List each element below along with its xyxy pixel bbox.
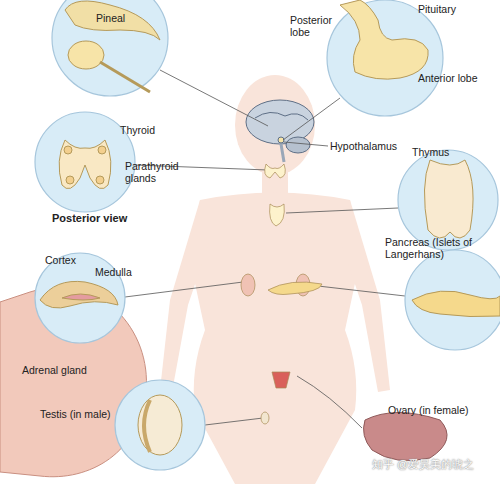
- part-label: Hypothalamus: [330, 140, 410, 152]
- brain: [286, 137, 310, 153]
- inset-glands: [340, 0, 428, 79]
- inset-circles: [398, 150, 498, 250]
- inset-circles: [52, 0, 168, 96]
- inset-glands: [96, 176, 104, 184]
- inset-glands: [66, 176, 74, 184]
- leader-lines: [318, 286, 405, 296]
- body-silhouette: [340, 200, 390, 392]
- inset-glands: [424, 160, 473, 238]
- brain: [255, 112, 308, 120]
- part-label: Pancreas (Islets of Langerhans): [385, 236, 495, 260]
- part-label: Thyroid: [120, 124, 180, 136]
- inset-glands: [98, 146, 106, 154]
- watermark: 知乎 @爱昊美的琥之: [372, 458, 500, 470]
- inset-glands: [144, 400, 150, 452]
- inset-circles: [35, 0, 500, 470]
- body-glands: [268, 282, 322, 295]
- inset-circles: [115, 380, 205, 470]
- part-label: Anterior lobe: [418, 72, 488, 84]
- inset-glands: [364, 413, 448, 461]
- body-glands: [265, 164, 286, 178]
- part-label: Testis (in male): [40, 408, 140, 420]
- body-glands: [272, 372, 290, 388]
- inset-glands: [62, 294, 100, 300]
- view-note: Posterior view: [52, 212, 142, 224]
- part-label: Ovary (in female): [388, 404, 493, 416]
- part-label: Pineal: [96, 12, 156, 24]
- brain: [246, 100, 314, 162]
- part-label: Cortex: [45, 254, 95, 266]
- inset-glands: [59, 140, 111, 189]
- part-label: Posterior lobe: [290, 14, 342, 38]
- part-label: Medulla: [95, 266, 155, 278]
- inset-circles: [405, 250, 500, 350]
- body-glands: [241, 164, 322, 424]
- inset-glands: [40, 0, 500, 461]
- leader-lines: [125, 282, 243, 297]
- leader-lines: [160, 70, 268, 126]
- inset-glands: [138, 395, 182, 455]
- inset-glands: [64, 146, 72, 154]
- leader-lines: [205, 418, 263, 425]
- leader-lines: [286, 208, 398, 213]
- inset-glands: [68, 41, 104, 69]
- body-glands: [261, 412, 269, 424]
- part-label: Adrenal gland: [22, 364, 112, 376]
- body-silhouette: [262, 165, 288, 197]
- inset-glands: [65, 1, 160, 40]
- inset-glands: [412, 291, 500, 317]
- inset-glands: [40, 281, 118, 308]
- leader-lines: [284, 142, 328, 146]
- leader-lines: [283, 98, 340, 140]
- leader-lines: [297, 376, 362, 428]
- body-silhouette: [160, 200, 210, 392]
- body-glands: [241, 274, 255, 296]
- part-label: Pituitary: [418, 3, 488, 15]
- part-label: Parathyroid glands: [125, 160, 200, 184]
- part-label: Thymus: [412, 146, 472, 158]
- inset-glands: [100, 62, 150, 92]
- body-silhouette: [190, 193, 360, 484]
- body-glands: [270, 204, 285, 226]
- inset-circles: [327, 0, 443, 116]
- brain: [246, 100, 314, 144]
